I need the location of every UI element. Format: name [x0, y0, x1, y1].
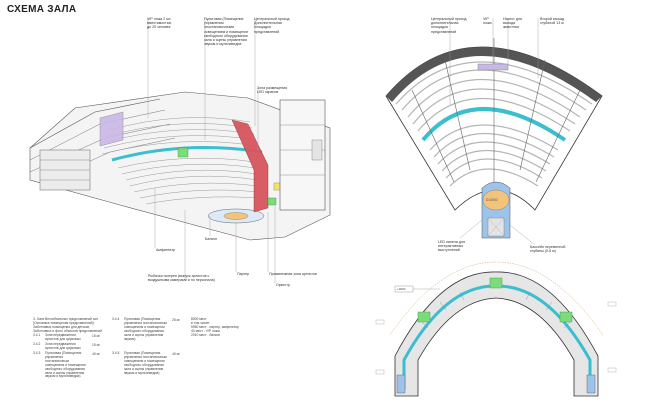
- table-row-value: 40 м²: [92, 352, 100, 356]
- callout-fish-gallery: Рыбачья галерея (выпуск артистов с возду…: [148, 274, 215, 283]
- table-row-value: 15 м²: [92, 334, 100, 338]
- table-row-text: Зона передвижения артистов для цирковых: [45, 333, 81, 341]
- callout-plan-central: Центральный проход дополнительная площад…: [431, 17, 467, 34]
- section-3d-view: [29, 18, 331, 283]
- arch-plan-view: [375, 261, 617, 397]
- capacity-line: в том числе:: [191, 320, 211, 325]
- dimension-mark: +3000: [397, 287, 406, 291]
- table-row-value: 15 м²: [92, 343, 100, 347]
- callout-parterre: Партер: [237, 272, 250, 276]
- callout-plan-vip: VIP ложа: [483, 17, 492, 26]
- callout-control-room: Пультовая (Помещение управления опостано…: [204, 17, 249, 47]
- callout-plan-ring: Второй каскад глубиной 13 м: [540, 17, 565, 26]
- table-row-text: Зона передвижения артистов для цирковых: [45, 342, 81, 350]
- callout-orchestra: Оркестр: [276, 283, 290, 287]
- capacity-block: 8000 мест в том числе: 5950 мест - парте…: [191, 317, 241, 338]
- table-row-value: 25 м²: [172, 318, 180, 322]
- callout-central-aisle: Центральный проход Дополнительная площад…: [254, 17, 290, 34]
- table-intro: 3. Зона Вестибюльных представлений зон (…: [33, 317, 102, 333]
- table-row-text: Пультовая (Помещения управления постанов…: [45, 351, 86, 379]
- capacity-line: 5950 мест - партер, амфитеатр: [191, 324, 239, 329]
- table-row-code: 3.4.5: [112, 351, 120, 355]
- callout-pool: Бассейн переменной глубины (0-6 м): [530, 245, 566, 254]
- table-row-value: 40 м²: [172, 352, 180, 356]
- callout-amphitheatre: Амфитеатр: [156, 248, 176, 252]
- plan-view: [385, 18, 603, 246]
- table-row-text: Пультовая (Помещения управления постанов…: [124, 351, 167, 375]
- capacity-line: 40 мест - VIP ложи: [191, 328, 220, 333]
- table-row-code: 3.4.3: [33, 351, 41, 355]
- arena-diameter-mark: D13000: [486, 198, 498, 202]
- table-row-code: 3.4.4: [112, 317, 120, 321]
- callout-balcony: Балкон: [205, 237, 218, 241]
- table-row-code: 3.4.2: [33, 342, 41, 346]
- table-row-code: 3.4.1: [33, 333, 41, 337]
- page-title: СХЕМА ЗАЛА: [7, 4, 77, 15]
- callout-arena-zone: Приманежная зона артистов: [269, 272, 317, 276]
- callout-plan-animals: Насест для выхода животных: [503, 17, 522, 30]
- callout-vip: VIP ложа 2 шт. вместимостью до 20 челове…: [147, 17, 172, 30]
- table-row-text: Пультовая (Помещения управления постанов…: [124, 317, 167, 341]
- callout-led-panels: LED панели для интерактивных выступлений: [438, 240, 466, 253]
- callout-led-zone: Зона размещения LED экранов: [257, 86, 288, 95]
- capacity-line: 2010 мест - балкон: [191, 332, 221, 337]
- capacity-line: 8000 мест: [191, 317, 207, 321]
